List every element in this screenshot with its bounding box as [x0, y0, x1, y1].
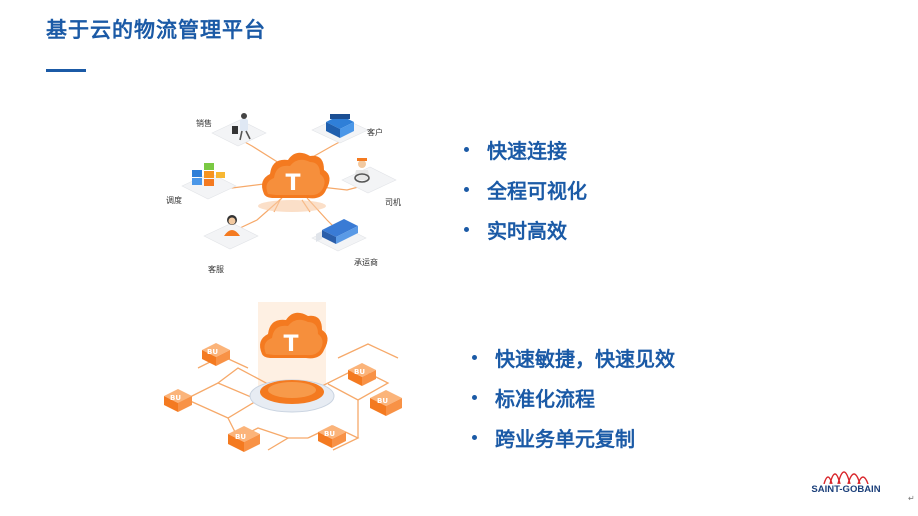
cloud-icon: T [260, 312, 328, 359]
list-item: 标准化流程 [472, 379, 675, 419]
svg-text:BU: BU [377, 397, 388, 405]
driver-icon [354, 158, 370, 183]
slide-title: 基于云的物流管理平台 [46, 18, 266, 42]
svg-text:BU: BU [207, 348, 218, 356]
cloud-letter: T [285, 171, 300, 196]
bullet-dot [472, 435, 477, 440]
bu-block: BU [348, 363, 376, 386]
cloud-network-diagram: T 销售 客户 调度 司机 客服 承运商 [166, 113, 401, 274]
svg-text:BU: BU [235, 433, 246, 441]
bu-network-diagram: T BU BU BU BU BU BU [164, 302, 402, 452]
sales-tile [211, 119, 267, 147]
svg-text:BU: BU [324, 430, 335, 438]
bullet-dot [464, 227, 469, 232]
feature-list-bottom: 快速敏捷，快速见效 标准化流程 跨业务单元复制 [472, 339, 675, 459]
svg-text:BU: BU [354, 368, 365, 376]
node-label-customer: 客户 [367, 127, 383, 137]
customer-service-icon [224, 215, 240, 236]
svg-text:BU: BU [170, 394, 181, 402]
company-logo: SAINT-GOBAIN [800, 458, 892, 498]
cloud-icon: T [258, 152, 330, 212]
list-item: 快速敏捷，快速见效 [472, 339, 675, 379]
node-label-carrier: 承运商 [354, 257, 378, 267]
list-item: 全程可视化 [464, 171, 587, 211]
bu-block: BU [164, 389, 192, 412]
salesperson-icon [232, 113, 251, 141]
node-label-sales: 销售 [196, 118, 212, 128]
node-label-dispatch: 调度 [166, 195, 182, 205]
bullet-dot [472, 395, 477, 400]
bullet-dot [464, 147, 469, 152]
truck-icon [316, 219, 358, 244]
paragraph-mark-icon: ↵ [908, 494, 915, 503]
building-icon [326, 114, 354, 138]
feature-list-top: 快速连接 全程可视化 实时高效 [464, 131, 587, 251]
bullet-dot [464, 187, 469, 192]
logo-text: SAINT-GOBAIN [811, 484, 881, 495]
list-item: 实时高效 [464, 211, 587, 251]
bu-block: BU [370, 390, 402, 416]
bu-block: BU [202, 343, 230, 366]
stacked-boxes-icon [192, 163, 225, 186]
bu-block: BU [228, 426, 260, 452]
list-item: 快速连接 [464, 131, 587, 171]
bu-block: BU [318, 425, 346, 448]
title-underline [46, 69, 86, 72]
list-item: 跨业务单元复制 [472, 419, 675, 459]
bullet-dot [472, 355, 477, 360]
logo-mark-icon [823, 471, 869, 484]
cloud-letter: T [283, 332, 298, 357]
node-label-driver: 司机 [385, 197, 401, 207]
platform-disc [249, 379, 335, 413]
node-label-service: 客服 [208, 264, 224, 274]
